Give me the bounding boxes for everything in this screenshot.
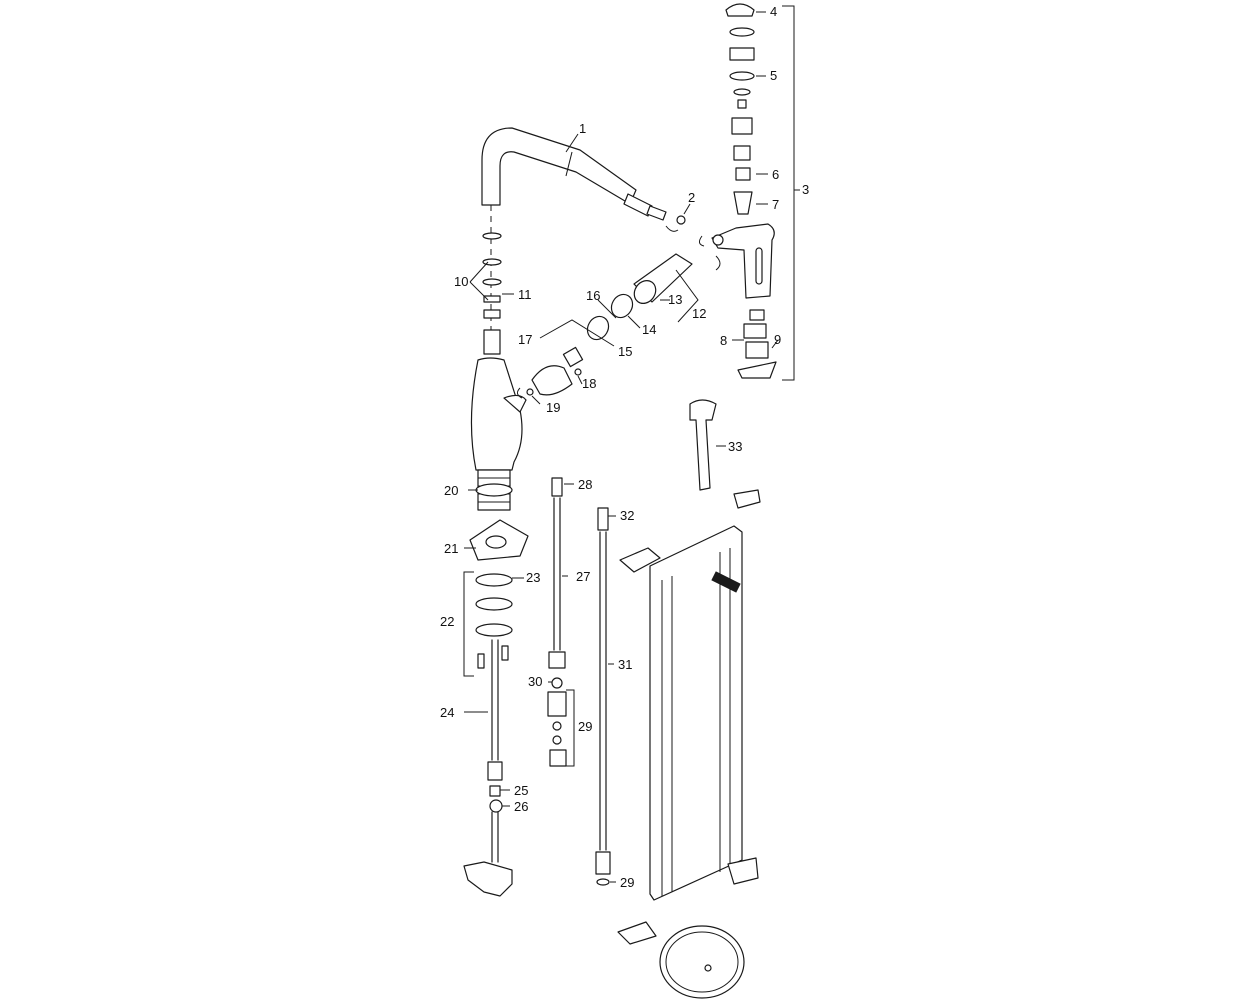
callout-15: 15 [618, 344, 632, 359]
callout-leaders [463, 11, 800, 883]
callout-4: 4 [770, 4, 777, 19]
callout-20: 20 [444, 483, 458, 498]
wall-rail [617, 399, 761, 999]
callout-9: 9 [774, 332, 781, 347]
callout-16: 16 [586, 288, 600, 303]
callout-26: 26 [514, 799, 528, 814]
callout-12: 12 [692, 306, 706, 321]
callout-1: 1 [579, 121, 586, 136]
callout-7: 7 [772, 197, 779, 212]
callout-28: 28 [578, 477, 592, 492]
callout-5: 5 [770, 68, 777, 83]
callout-18: 18 [582, 376, 596, 391]
callout-33: 33 [728, 439, 742, 454]
callout-24: 24 [440, 705, 454, 720]
callout-13: 13 [668, 292, 682, 307]
callout-27: 27 [576, 569, 590, 584]
spray-head-assembly [698, 3, 795, 381]
callout-2: 2 [688, 190, 695, 205]
callout-22: 22 [440, 614, 454, 629]
callout-23: 23 [526, 570, 540, 585]
spout-assembly [463, 127, 686, 897]
callout-29-hose-end: 29 [620, 875, 634, 890]
callout-labels: 1 2 3 4 5 6 7 8 9 10 11 12 13 14 15 16 1… [440, 4, 809, 890]
flex-hoses [547, 477, 611, 886]
handle-cover-12 [633, 253, 693, 304]
callout-14: 14 [642, 322, 656, 337]
cartridge-parts [516, 293, 634, 399]
callout-17: 17 [518, 332, 532, 347]
callout-19: 19 [546, 400, 560, 415]
callout-30: 30 [528, 674, 542, 689]
callout-31: 31 [618, 657, 632, 672]
callout-3: 3 [802, 182, 809, 197]
clip-rings-10 [482, 232, 502, 319]
callout-10: 10 [454, 274, 468, 289]
callout-11: 11 [518, 287, 532, 302]
callout-29-fittings: 29 [578, 719, 592, 734]
callout-8: 8 [720, 333, 727, 348]
callout-21: 21 [444, 541, 458, 556]
callout-32: 32 [620, 508, 634, 523]
callout-25: 25 [514, 783, 528, 798]
callout-6: 6 [772, 167, 779, 182]
